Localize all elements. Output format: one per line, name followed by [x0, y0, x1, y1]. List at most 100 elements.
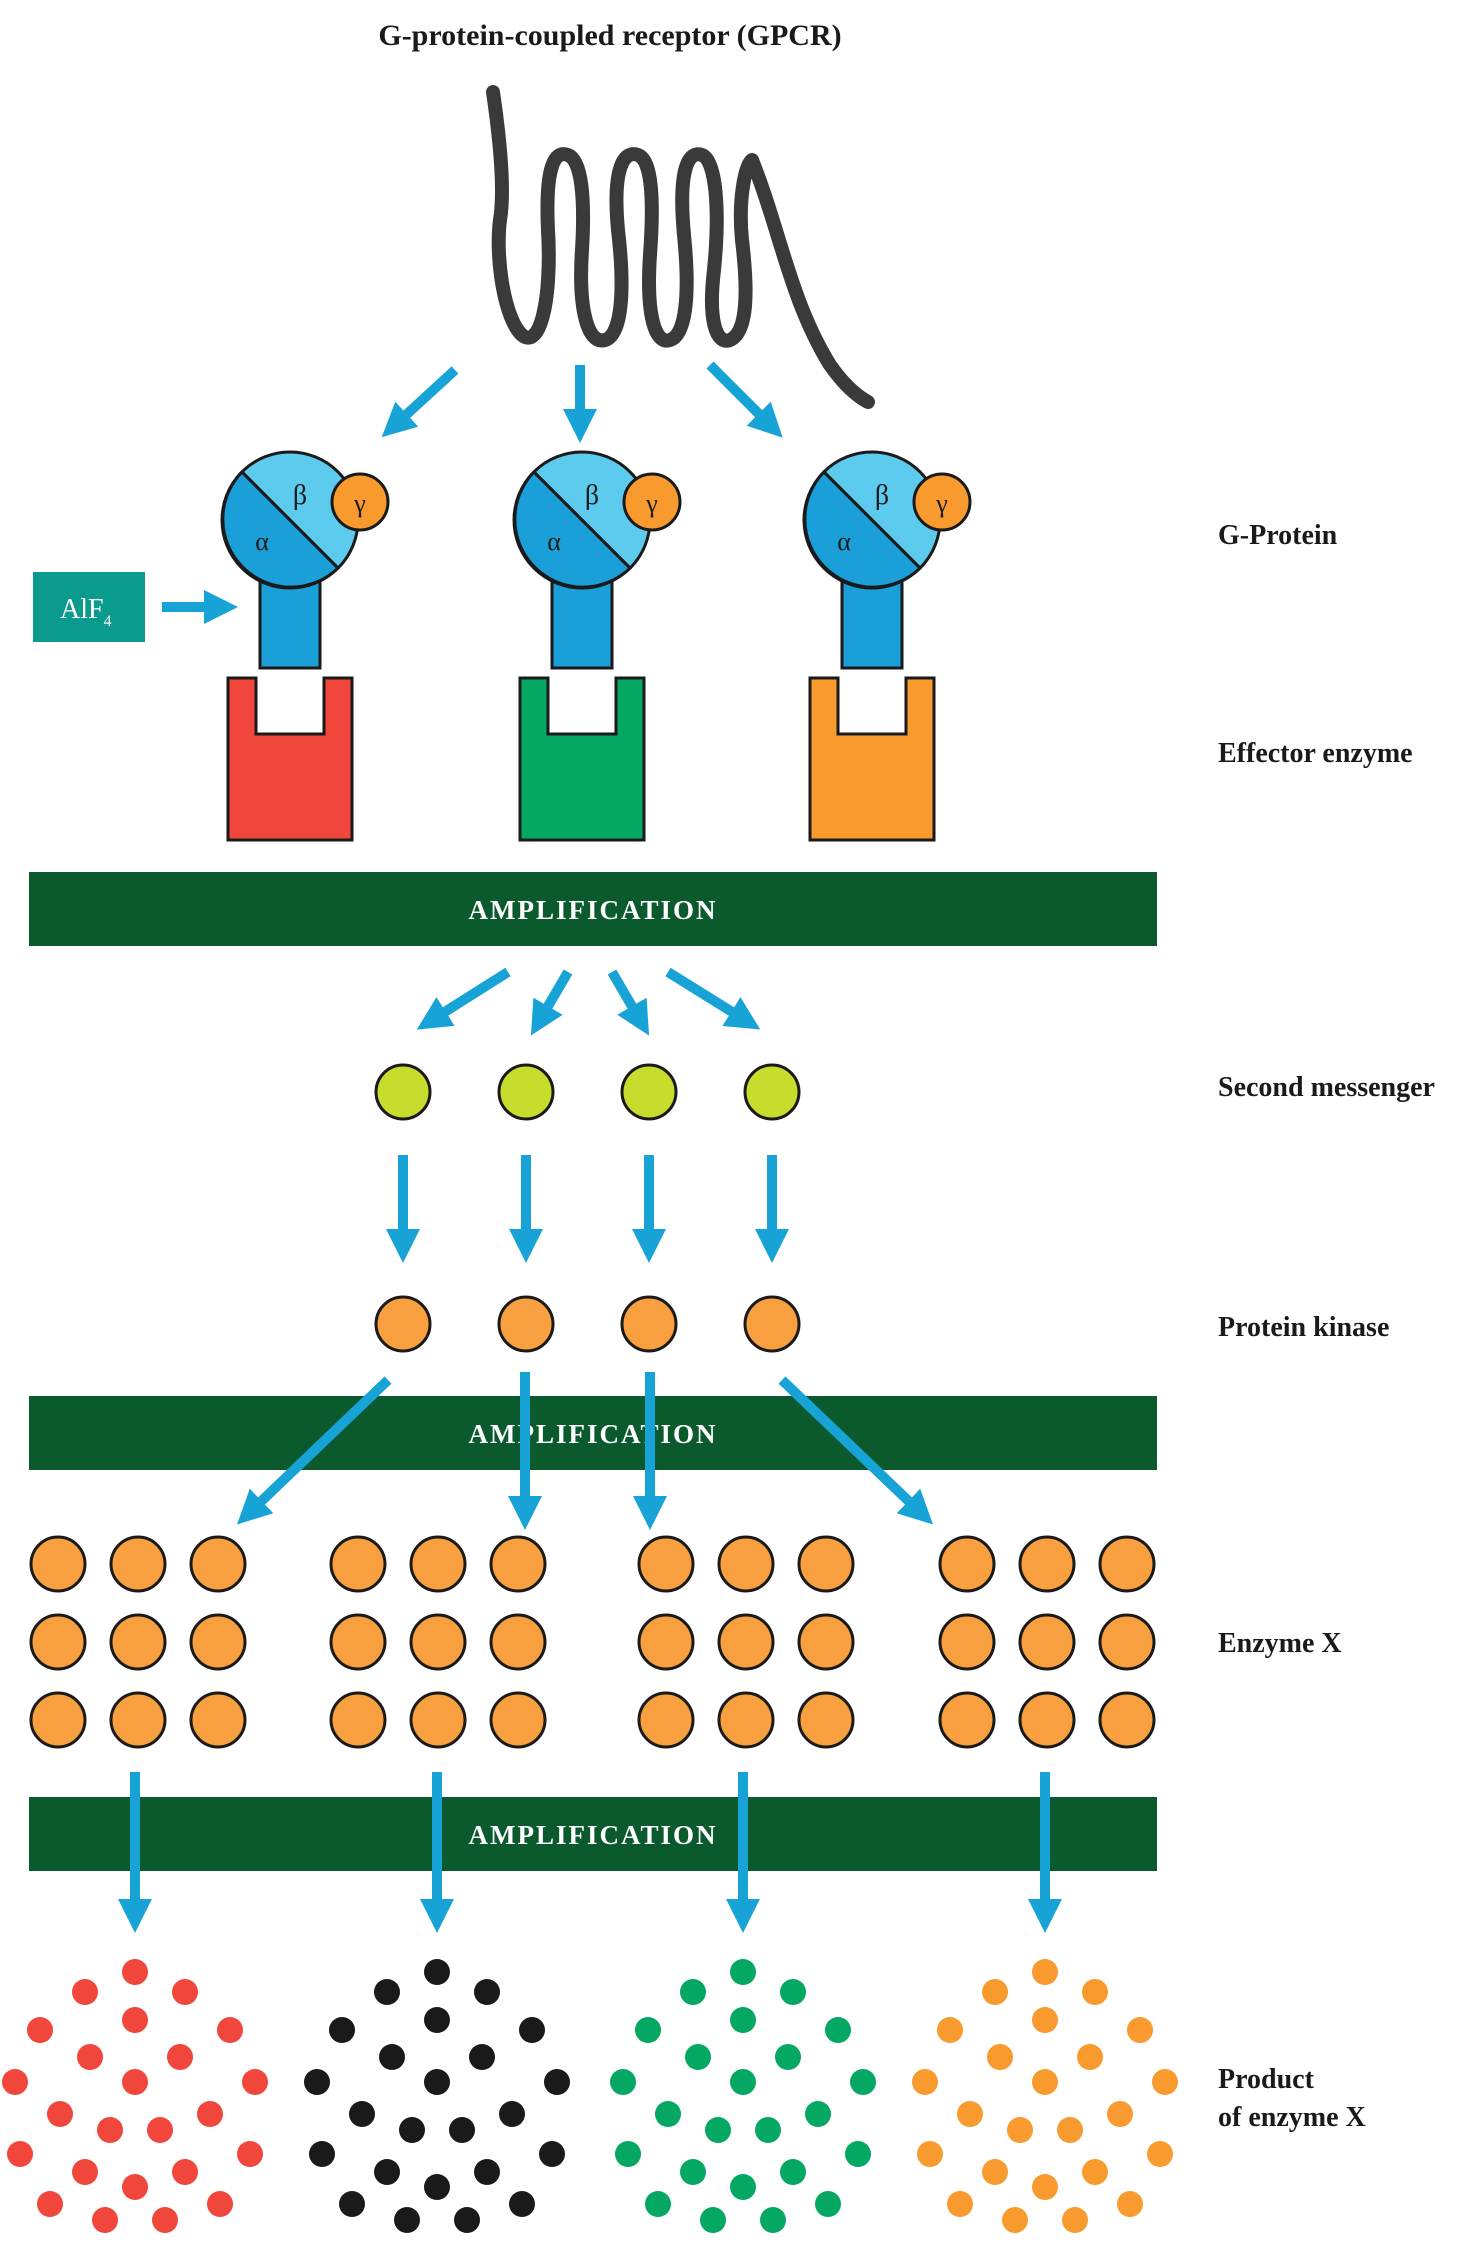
effector-enzyme-3	[808, 676, 936, 842]
gprotein-unit: βαγ	[512, 450, 682, 842]
product-dot	[655, 2101, 681, 2127]
enzyme-x-dot	[1018, 1613, 1076, 1671]
arrow-icon	[416, 967, 511, 1030]
gamma-label: γ	[353, 489, 366, 518]
product-dot	[147, 2117, 173, 2143]
product-dot	[780, 1979, 806, 2005]
enzyme-x-dot	[1098, 1691, 1156, 1749]
product-dot	[374, 1979, 400, 2005]
product-dot	[730, 2069, 756, 2095]
product-dot	[122, 2069, 148, 2095]
product-dot	[982, 2159, 1008, 2185]
product-dot	[1032, 2069, 1058, 2095]
product-dot	[1057, 2117, 1083, 2143]
enzyme-x-dot	[409, 1535, 467, 1593]
product-dot	[197, 2101, 223, 2127]
diagram-title: G-protein-coupled receptor (GPCR)	[378, 19, 841, 52]
enzyme-x-dot	[1018, 1691, 1076, 1749]
product-dot	[217, 2017, 243, 2043]
product-dot	[947, 2191, 973, 2217]
product-dot	[645, 2191, 671, 2217]
amplification-label-1: AMPLIFICATION	[468, 895, 717, 925]
product-dot	[1032, 2007, 1058, 2033]
label-product-line1: Product	[1218, 2064, 1315, 2095]
product-dot	[237, 2141, 263, 2167]
gprotein-alpha-subunit	[803, 469, 923, 589]
product-dot	[615, 2141, 641, 2167]
product-dot	[730, 2007, 756, 2033]
enzyme-x-dot	[1018, 1535, 1076, 1593]
enzyme-x-dot	[797, 1535, 855, 1593]
amplification-1-arrows	[416, 967, 761, 1036]
gpcr-receptor-icon	[486, 85, 875, 409]
enzyme-x-dot	[938, 1613, 996, 1671]
amplification-band-1	[29, 872, 1157, 946]
enzyme-x-dot	[109, 1535, 167, 1593]
beta-label: β	[293, 480, 307, 511]
product-dot	[399, 2117, 425, 2143]
product-dot	[2, 2069, 28, 2095]
product-clusters	[2, 1959, 1178, 2233]
enzyme-x-dot	[409, 1613, 467, 1671]
protein-kinase-dot	[620, 1295, 678, 1353]
arrow-icon	[665, 967, 761, 1030]
arrow-icon	[778, 1376, 934, 1525]
second-messenger-dot	[497, 1063, 555, 1121]
product-dot	[92, 2207, 118, 2233]
label-g-protein: G-Protein	[1218, 520, 1338, 551]
gprotein-divider	[822, 470, 922, 570]
product-dot	[519, 2017, 545, 2043]
product-dot	[775, 2044, 801, 2070]
product-dot	[454, 2207, 480, 2233]
second-messenger-dot	[743, 1063, 801, 1121]
product-dot	[474, 2159, 500, 2185]
product-dot	[172, 2159, 198, 2185]
product-dot	[47, 2101, 73, 2127]
amplification-3-arrows	[118, 1772, 1063, 1933]
enzyme-x-dot	[189, 1535, 247, 1593]
enzyme-x-dot	[29, 1613, 87, 1671]
beta-label: β	[585, 480, 599, 511]
second-messenger-dot	[374, 1063, 432, 1121]
product-dot	[499, 2101, 525, 2127]
effector-enzyme-2	[518, 676, 646, 842]
product-dot	[349, 2101, 375, 2127]
product-dot	[379, 2044, 405, 2070]
enzyme-x-dot	[329, 1613, 387, 1671]
product-dot	[780, 2159, 806, 2185]
product-dot	[242, 2069, 268, 2095]
receptor-to-gprotein-arrows	[381, 361, 783, 443]
protein-kinase-dot	[743, 1295, 801, 1353]
product-dot	[755, 2117, 781, 2143]
enzyme-x-dot	[797, 1613, 855, 1671]
product-dot	[1147, 2141, 1173, 2167]
product-dot	[172, 1979, 198, 2005]
product-dot	[544, 2069, 570, 2095]
enzyme-x-dot	[797, 1691, 855, 1749]
protein-kinase-dot	[497, 1295, 555, 1353]
product-dot	[1082, 2159, 1108, 2185]
enzyme-x-dot	[109, 1691, 167, 1749]
enzyme-x-dot	[938, 1691, 996, 1749]
product-dot	[937, 2017, 963, 2043]
enzyme-x-dot	[189, 1613, 247, 1671]
product-dot	[449, 2117, 475, 2143]
label-enzyme-x: Enzyme X	[1218, 1628, 1342, 1659]
gprotein-unit: βαγ	[802, 450, 972, 842]
amplification-2-arrows	[236, 1372, 934, 1530]
amplification-label-2: AMPLIFICATION	[468, 1419, 717, 1449]
product-dot	[705, 2117, 731, 2143]
product-dot	[850, 2069, 876, 2095]
enzyme-x-dot	[938, 1535, 996, 1593]
product-dot	[424, 2007, 450, 2033]
product-dot	[339, 2191, 365, 2217]
product-dot	[424, 2174, 450, 2200]
product-dot	[72, 1979, 98, 2005]
enzyme-x-dot	[637, 1613, 695, 1671]
gprotein-unit: βαγ	[220, 450, 390, 842]
gprotein-gamma-subunit	[912, 472, 972, 532]
product-dot	[680, 1979, 706, 2005]
enzyme-x-dot	[489, 1613, 547, 1671]
